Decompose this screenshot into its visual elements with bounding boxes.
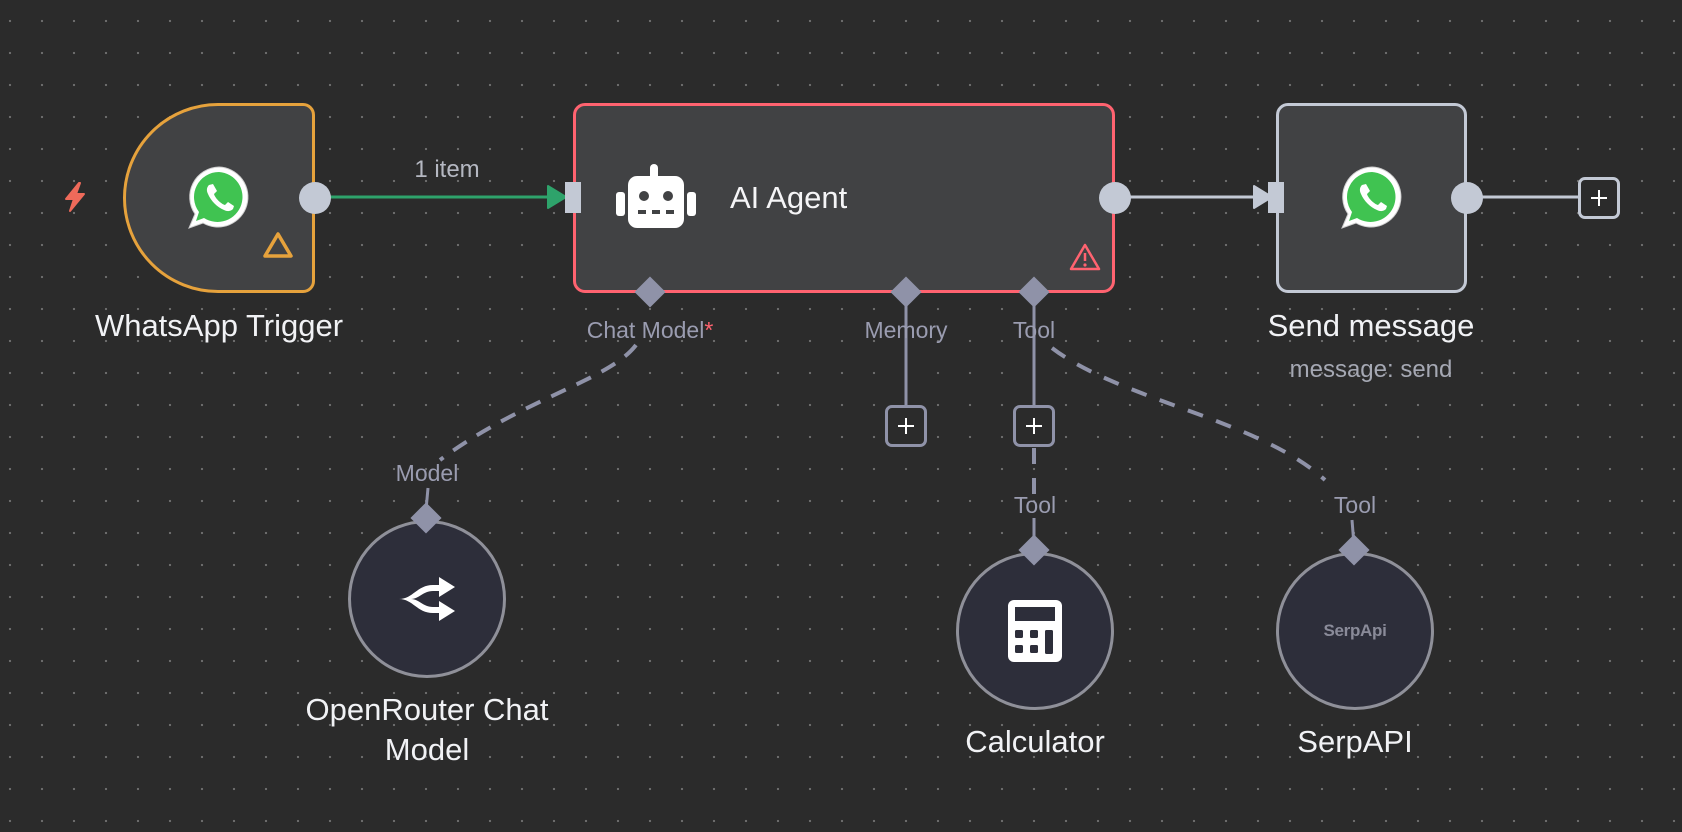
calculator-label: Calculator: [965, 724, 1105, 759]
plus-icon: [898, 418, 914, 434]
calculator-port-label: Tool: [1013, 492, 1057, 518]
edge-item-count: 1 item: [414, 156, 480, 183]
tool-port-label: Tool: [1012, 317, 1056, 343]
chat-model-port-label: Chat Model*: [587, 316, 714, 344]
add-tool-button[interactable]: [1013, 405, 1055, 447]
whatsapp-trigger-node[interactable]: [123, 103, 315, 293]
required-marker: *: [704, 317, 714, 343]
serpapi-port-label: Tool: [1333, 492, 1377, 518]
tool-port[interactable]: [1016, 274, 1052, 310]
whatsapp-icon: [1340, 166, 1401, 229]
send-message-label: Send message: [1267, 308, 1475, 343]
whatsapp-trigger-label: WhatsApp Trigger: [94, 308, 344, 343]
memory-port[interactable]: [888, 274, 924, 310]
calculator-icon: [1008, 600, 1062, 662]
ai-agent-title: AI Agent: [730, 180, 848, 215]
add-memory-button[interactable]: [885, 405, 927, 447]
openrouter-icon: [399, 577, 455, 621]
add-next-node-button[interactable]: [1578, 177, 1620, 219]
serpapi-logo-icon: SerpApi: [1323, 621, 1387, 640]
send-message-subtitle: message: send: [1289, 356, 1453, 383]
serpapi-label: SerpAPI: [1297, 724, 1413, 759]
memory-port-label: Memory: [864, 317, 948, 343]
warning-triangle-icon: [1069, 243, 1101, 271]
whatsapp-icon: [188, 166, 249, 229]
serpapi-node[interactable]: SerpApi: [1276, 552, 1434, 710]
chat-model-port[interactable]: [632, 274, 668, 310]
input-handle[interactable]: [565, 182, 581, 213]
openrouter-label-line1: OpenRouter Chat: [305, 692, 549, 727]
ai-agent-node[interactable]: AI Agent: [573, 103, 1115, 293]
output-handle[interactable]: [1098, 181, 1132, 215]
output-handle[interactable]: [298, 181, 332, 215]
output-handle[interactable]: [1450, 181, 1484, 215]
chat-model-text: Chat Model: [586, 317, 705, 343]
openrouter-input-port[interactable]: [408, 500, 444, 536]
openrouter-label-line2: Model: [384, 732, 470, 767]
input-handle[interactable]: [1268, 182, 1284, 213]
plus-icon: [1591, 190, 1607, 206]
edge-chatmodel-openrouter[interactable]: [438, 343, 638, 462]
edge-arrow-trigger-agent: [547, 185, 567, 209]
serpapi-input-port[interactable]: [1336, 532, 1372, 568]
plus-icon: [1026, 418, 1042, 434]
warning-triangle-icon: [263, 232, 293, 258]
calculator-input-port[interactable]: [1016, 532, 1052, 568]
edge-arrow-agent-send: [1253, 185, 1273, 209]
bolt-icon: [65, 182, 85, 212]
robot-icon: [616, 164, 696, 228]
openrouter-chat-model-node[interactable]: [348, 520, 506, 678]
send-message-node[interactable]: [1276, 103, 1467, 293]
model-port-label: Model: [395, 460, 459, 486]
calculator-node[interactable]: [956, 552, 1114, 710]
edge-tool-serpapi[interactable]: [1050, 346, 1327, 482]
